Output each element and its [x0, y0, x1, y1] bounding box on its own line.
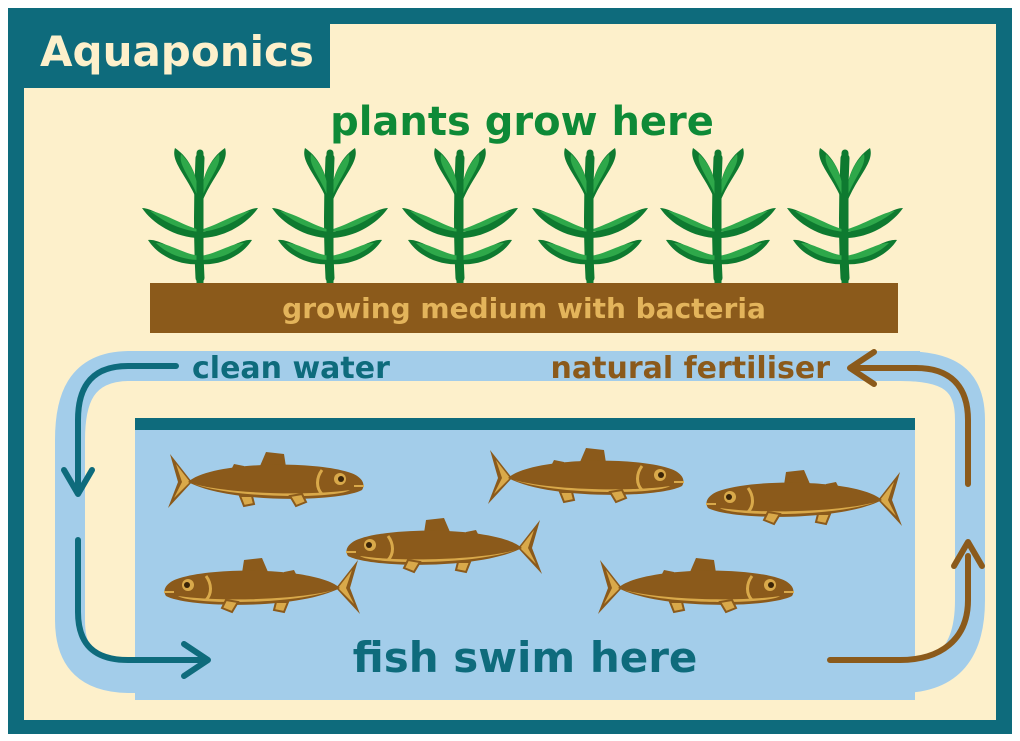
- clean-water-label: clean water: [192, 351, 390, 386]
- plants-label: plants grow here: [330, 99, 714, 145]
- fish-label: fish swim here: [353, 633, 698, 682]
- fertiliser-label: natural fertiliser: [551, 351, 831, 386]
- growing-medium-label: growing medium with bacteria: [282, 292, 766, 325]
- title: Aquaponics: [40, 27, 314, 76]
- fish-tank-rim: [135, 418, 915, 430]
